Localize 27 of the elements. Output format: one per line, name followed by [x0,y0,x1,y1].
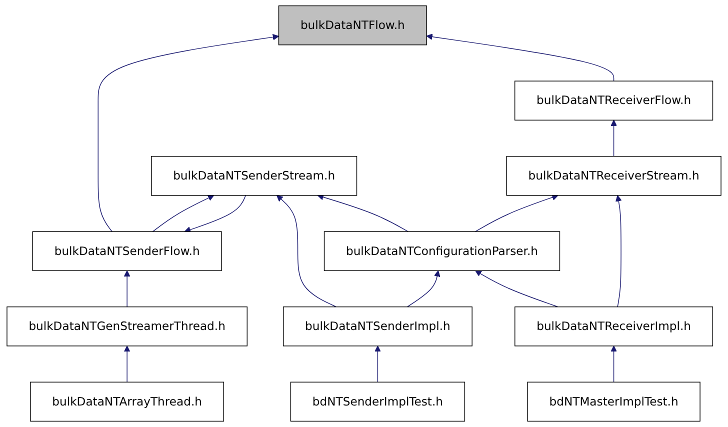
arrow [184,195,246,233]
node-box: bulkDataNTConfigurationParser.h [324,231,560,272]
arrow [610,120,617,157]
node-box: bulkDataNTSenderImpl.h [282,306,472,346]
arrow [276,195,337,308]
arrow [406,270,440,308]
node-box: bulkDataNTArrayThread.h [30,382,224,422]
arrow [317,194,408,232]
arrow [616,195,622,308]
arrow [475,270,558,308]
arrow [98,34,280,232]
node-box: bulkDataNTSenderStream.h [151,156,358,196]
arrow [124,346,130,382]
node-box: bulkDataNTGenStreamerThread.h [6,306,248,346]
arrow [475,194,558,232]
node-box: bdNTMasterImplTest.h [527,382,700,422]
arrow [152,195,214,232]
arrow [374,346,381,382]
node-box: bulkDataNTSenderFlow.h [32,231,222,272]
node-box: bulkDataNTReceiverStream.h [506,156,722,196]
arrow [610,346,617,382]
node-box: bdNTSenderImplTest.h [290,382,466,422]
node-box: bulkDataNTFlow.h [278,5,427,46]
node-box: bulkDataNTReceiverFlow.h [514,80,714,120]
arrow [426,34,614,82]
arrow [124,270,130,308]
node-box: bulkDataNTReceiverImpl.h [514,306,714,346]
